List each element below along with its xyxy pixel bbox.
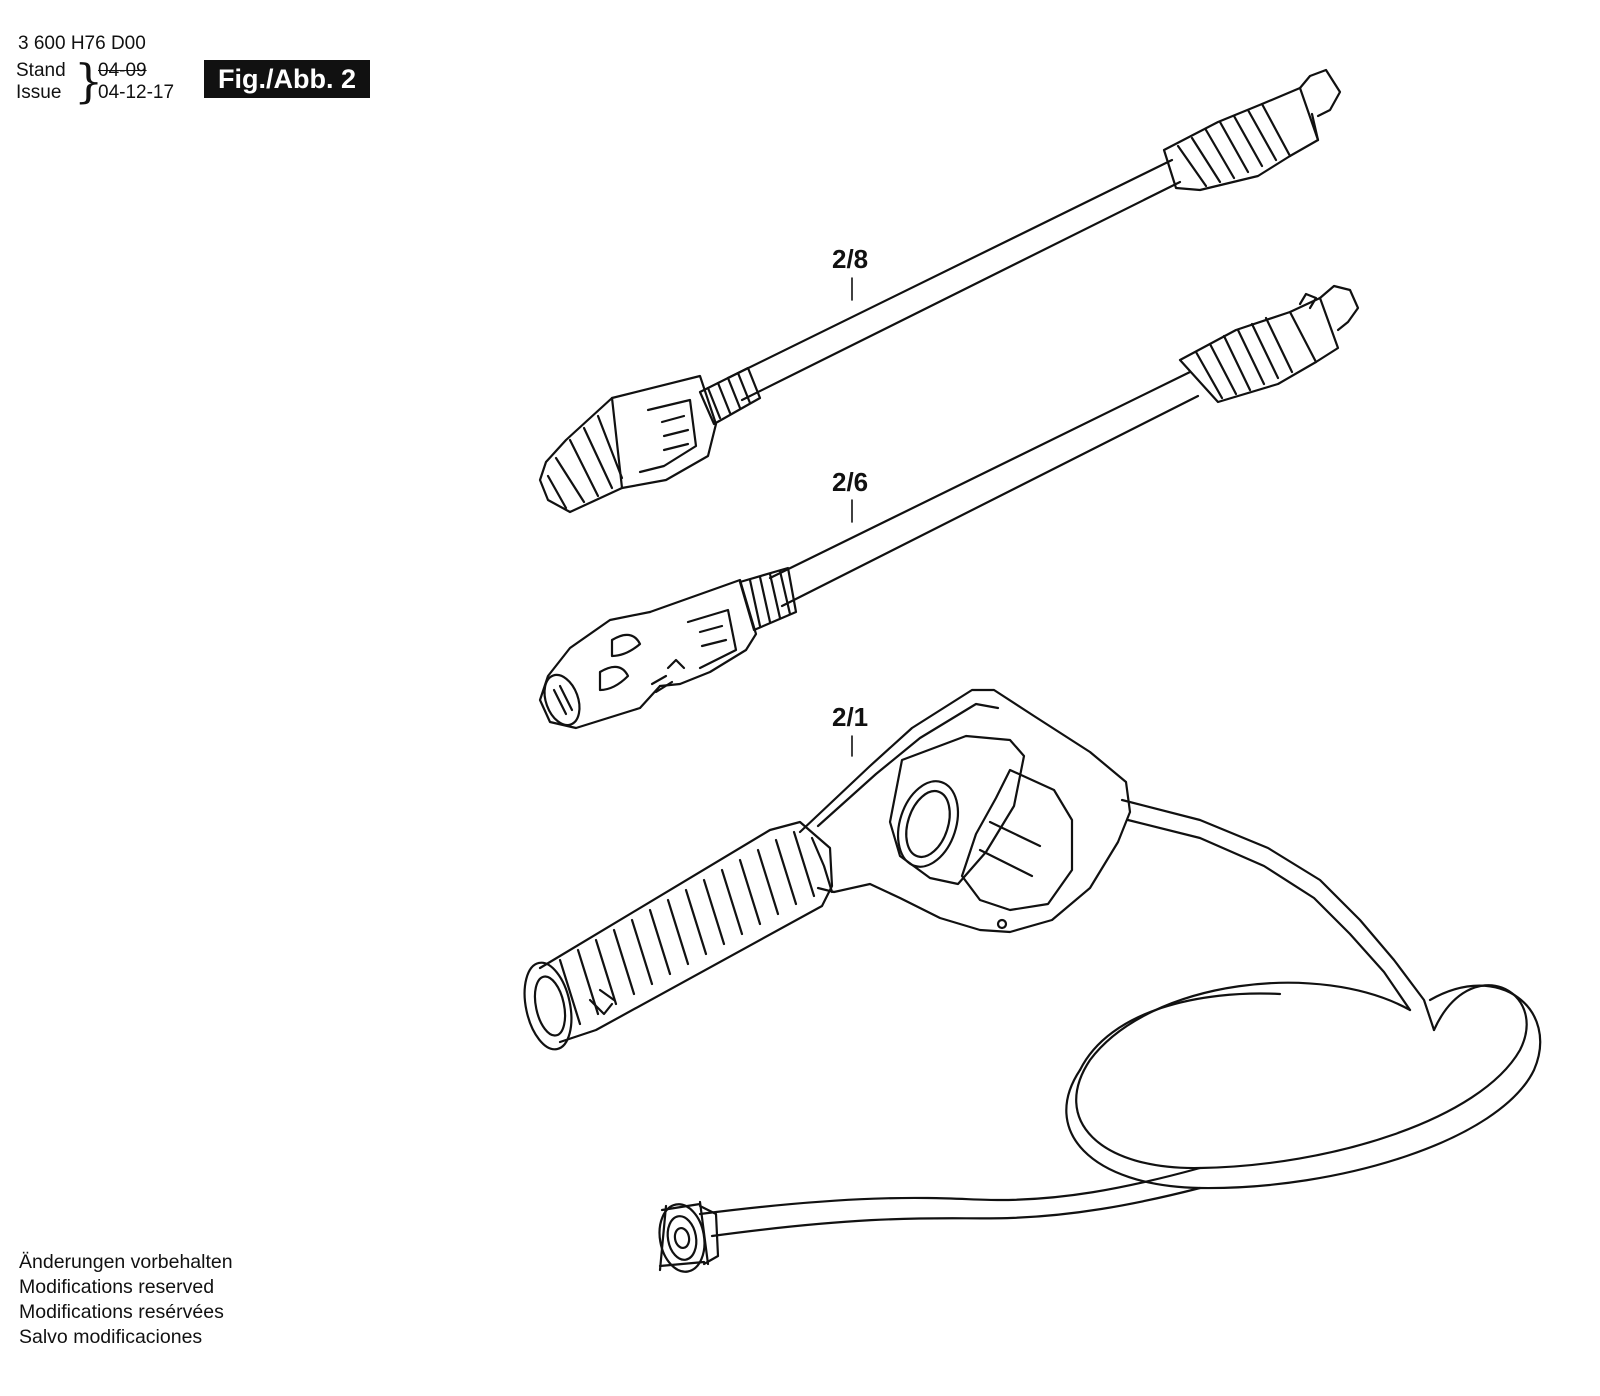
note-spanish: Salvo modificaciones — [19, 1326, 203, 1348]
document-number: 3 600 H76 D00 — [18, 33, 146, 54]
spray-gun-2-1-drawing — [523, 688, 1542, 1273]
callout-2-8: 2/8 — [832, 244, 869, 274]
note-english: Modifications reserved — [19, 1276, 215, 1298]
lance-2-6-drawing — [538, 284, 1360, 730]
note-german: Änderungen vorbehalten — [19, 1251, 233, 1273]
callout-2-6: 2/6 — [832, 467, 869, 497]
stand-date: 04-09 — [98, 60, 147, 81]
lance-2-8-drawing — [538, 68, 1342, 514]
stand-label: Stand — [16, 60, 66, 81]
brace-symbol: } — [74, 54, 104, 108]
figure-badge: Fig./Abb. 2 — [204, 60, 370, 98]
note-french: Modifications resérvées — [19, 1301, 224, 1323]
callout-2-1: 2/1 — [832, 702, 869, 732]
issue-label: Issue — [16, 82, 62, 103]
issue-date: 04-12-17 — [98, 82, 175, 103]
modification-notes: Änderungen vorbehalten Modifications res… — [19, 1250, 233, 1350]
